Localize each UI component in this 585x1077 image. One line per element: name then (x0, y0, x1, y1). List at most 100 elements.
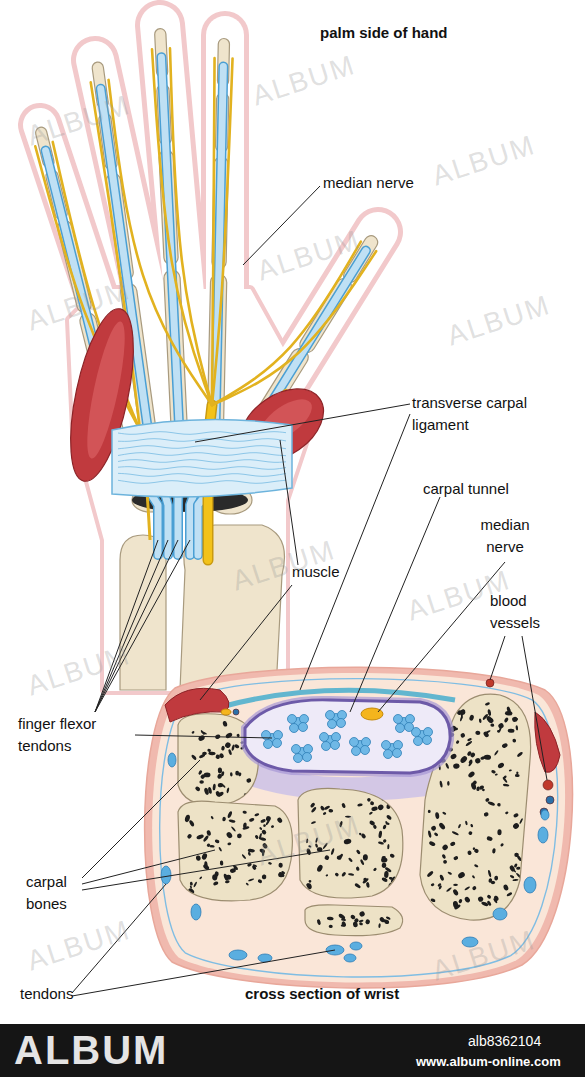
carpal-bone (512, 822, 520, 830)
carpal-bone (215, 754, 221, 760)
carpal-bone (514, 898, 521, 903)
carpal-bone (245, 882, 249, 886)
carpal-bone (509, 874, 514, 878)
watermark: ALBUM (23, 906, 157, 978)
carpal-bone (225, 831, 233, 839)
carpal-bone (378, 923, 381, 928)
watermark: ALBUM (23, 81, 157, 153)
carpal-bone (379, 916, 386, 923)
carpal-bone (491, 770, 496, 774)
carpal-bone (190, 882, 193, 886)
carpal-bone (470, 824, 474, 828)
carpal-bone (472, 875, 476, 879)
carpal-bone (356, 849, 361, 855)
transverse-ligament (118, 467, 286, 470)
wrist-cross-section (493, 908, 507, 920)
carpal-bone (482, 789, 485, 792)
wrist-cross-section (384, 750, 393, 759)
wrist-cross-section (303, 753, 312, 762)
flexor-tendon (198, 251, 366, 555)
leader-line (200, 585, 292, 700)
carpal-bone (460, 709, 466, 715)
carpal-bone (487, 870, 491, 878)
carpal-bone (428, 810, 431, 814)
carpal-bone (468, 759, 473, 764)
wrist-cross-section (393, 749, 402, 758)
transverse-ligament (118, 460, 286, 463)
carpal-bone (366, 882, 370, 888)
carpal-bone (359, 910, 366, 917)
carpal-bone (453, 856, 459, 861)
carpal-bone (371, 806, 378, 812)
wrist-cross-section (294, 754, 303, 763)
carpal-bone (281, 871, 286, 875)
carpal-bone (212, 784, 216, 791)
carpal-bone (222, 784, 226, 788)
wrist-cross-section (361, 746, 370, 755)
wrist-cross-section (290, 724, 299, 733)
transverse-ligament (118, 473, 286, 476)
carpal-bone (348, 857, 353, 862)
carpal-bone (447, 871, 452, 875)
carpal-bone (234, 744, 240, 749)
part-label: median nerve (470, 514, 540, 558)
leader-line (95, 540, 168, 712)
nerve (212, 59, 233, 405)
wrist-cross-section (326, 711, 335, 720)
leader-line (82, 760, 200, 878)
carpal-bone (381, 862, 386, 868)
carpal-bone (514, 853, 519, 857)
carpal-bone (457, 871, 466, 879)
image-id: alb8362104 (468, 1033, 578, 1050)
carpal-bone (430, 825, 436, 831)
carpal-bone (512, 739, 516, 743)
carpal-bone (517, 701, 523, 708)
carpal-bone (388, 882, 395, 889)
carpal-bone (486, 894, 491, 899)
wrist-cross-section (424, 728, 433, 737)
wrist-cross-section (414, 737, 423, 746)
carpal-bone (497, 730, 500, 733)
carpal-bone (305, 905, 403, 936)
carpal-bone (251, 865, 256, 871)
carpal-bone (512, 879, 518, 881)
carpal-bone (196, 834, 204, 840)
carpal-bone (231, 826, 237, 832)
carpal-bone (218, 847, 222, 852)
carpal-bone (503, 783, 510, 786)
carpal-bone (494, 875, 499, 880)
website-url: www.album-online.com (416, 1054, 584, 1070)
carpal-bone (467, 850, 472, 856)
carpal-bone (508, 729, 515, 733)
nerve (152, 49, 212, 405)
leader-line (195, 404, 410, 442)
leader-line (490, 636, 505, 680)
carpal-bone (469, 714, 475, 721)
carpal-bone (220, 860, 224, 865)
carpal-bone (327, 917, 334, 921)
wrist-cross-section (331, 741, 340, 750)
watermark: ALBUM (228, 526, 362, 598)
watermark: ALBUM (428, 916, 562, 988)
watermark: ALBUM (253, 801, 387, 873)
carpal-bone (469, 752, 476, 759)
wrist-cross-section (320, 733, 329, 742)
carpal-bone (502, 777, 508, 784)
carpal-bone (186, 833, 192, 839)
wrist-cross-section (264, 740, 273, 749)
carpal-bone (468, 831, 473, 836)
part-label: tendons (20, 985, 100, 1003)
carpal-bone (254, 813, 259, 817)
carpal-bone (354, 883, 361, 889)
wrist-cross-section (546, 796, 554, 804)
carpal-bone (452, 888, 459, 896)
carpal-bone (194, 786, 201, 792)
carpal-bone (434, 832, 439, 837)
transverse-ligament (118, 446, 286, 449)
carpal-bone (263, 824, 266, 827)
carpal-bone (363, 854, 368, 861)
carpal-bone (497, 762, 505, 769)
wrist-cross-section (394, 715, 403, 724)
carpal-bone (439, 781, 443, 788)
carpal-bone (459, 755, 468, 764)
